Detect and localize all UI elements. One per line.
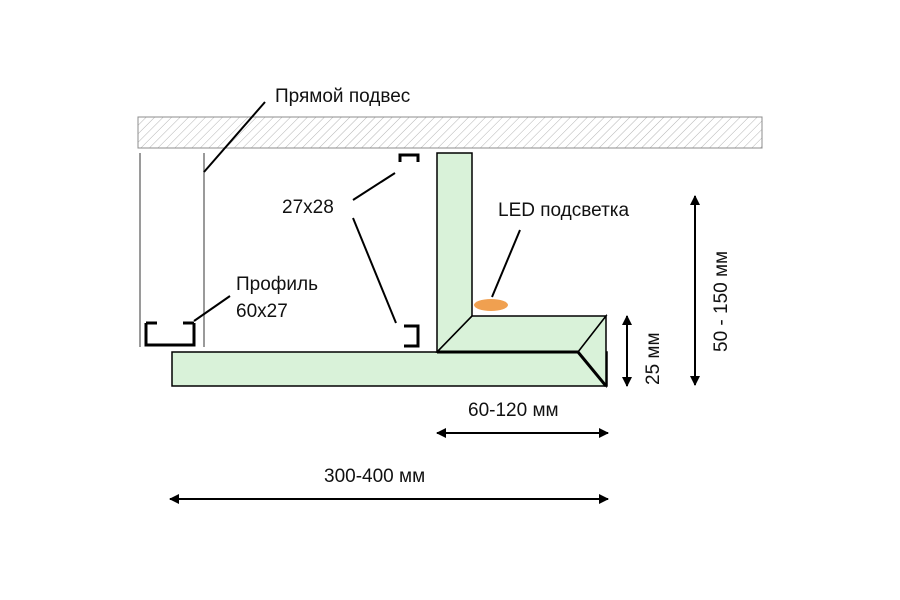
drywall-vertical-panel [436, 152, 473, 353]
label-height-range: 50 - 150 мм [711, 251, 732, 352]
label-profile-size: 60х27 [236, 301, 288, 322]
profile-60x27 [144, 323, 196, 347]
label-27x28: 27х28 [282, 197, 334, 218]
label-step-width: 60-120 мм [468, 400, 559, 421]
leader-hanger [203, 101, 266, 173]
profile-27x28-bottom [404, 324, 420, 348]
drywall-bottom-panel [171, 351, 608, 387]
leader-27x28-bottom [352, 217, 397, 324]
led-strip [474, 299, 508, 311]
label-led: LED подсветка [498, 200, 630, 221]
profile-27x28-top [398, 153, 420, 162]
leader-led [491, 229, 521, 298]
label-profile-name: Профиль [236, 274, 318, 295]
ceiling-slab [137, 116, 763, 149]
leader-profile [193, 295, 231, 322]
label-hanger: Прямой подвес [275, 86, 410, 107]
label-edge-thickness: 25 мм [643, 332, 664, 385]
label-total-width: 300-400 мм [324, 466, 425, 487]
leader-27x28-top [352, 172, 396, 201]
